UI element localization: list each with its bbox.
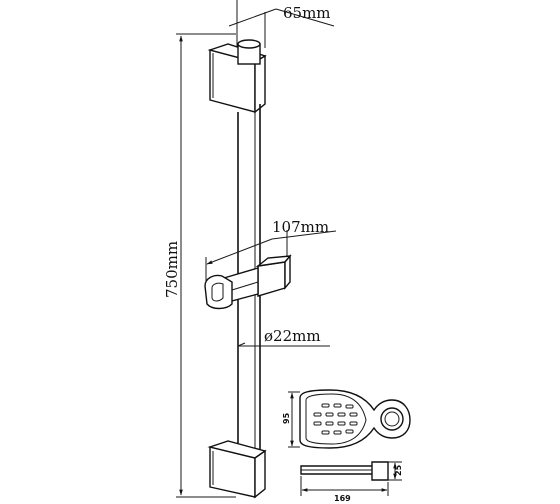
dish-depth-label: 95 (282, 412, 291, 424)
holder-width-label: 107mm (272, 218, 329, 236)
top-dim-line (228, 8, 277, 27)
diameter-arrow (237, 342, 246, 347)
holder-dimension: 107mm (205, 218, 337, 282)
holder-leader (271, 230, 337, 240)
slide-holder (204, 254, 292, 310)
top-leader (275, 8, 335, 27)
top-width-dimension: 65mm (228, 0, 335, 48)
diameter-dimension: ø22mm (237, 327, 330, 347)
dish-height-label: 25 (394, 464, 403, 476)
soap-dish-side-view: 25 169 (300, 461, 403, 503)
top-width-label: 65mm (283, 4, 331, 22)
length-label: 750mm (163, 241, 181, 298)
dish-width-label: 169 (334, 494, 351, 503)
holder-dim-line (206, 238, 273, 265)
soap-dish-top-view: 95 (282, 389, 411, 449)
rail-top-cap (237, 39, 261, 65)
bottom-bracket (207, 440, 267, 499)
length-dimension: 750mm (163, 33, 236, 498)
diameter-label: ø22mm (264, 327, 321, 345)
